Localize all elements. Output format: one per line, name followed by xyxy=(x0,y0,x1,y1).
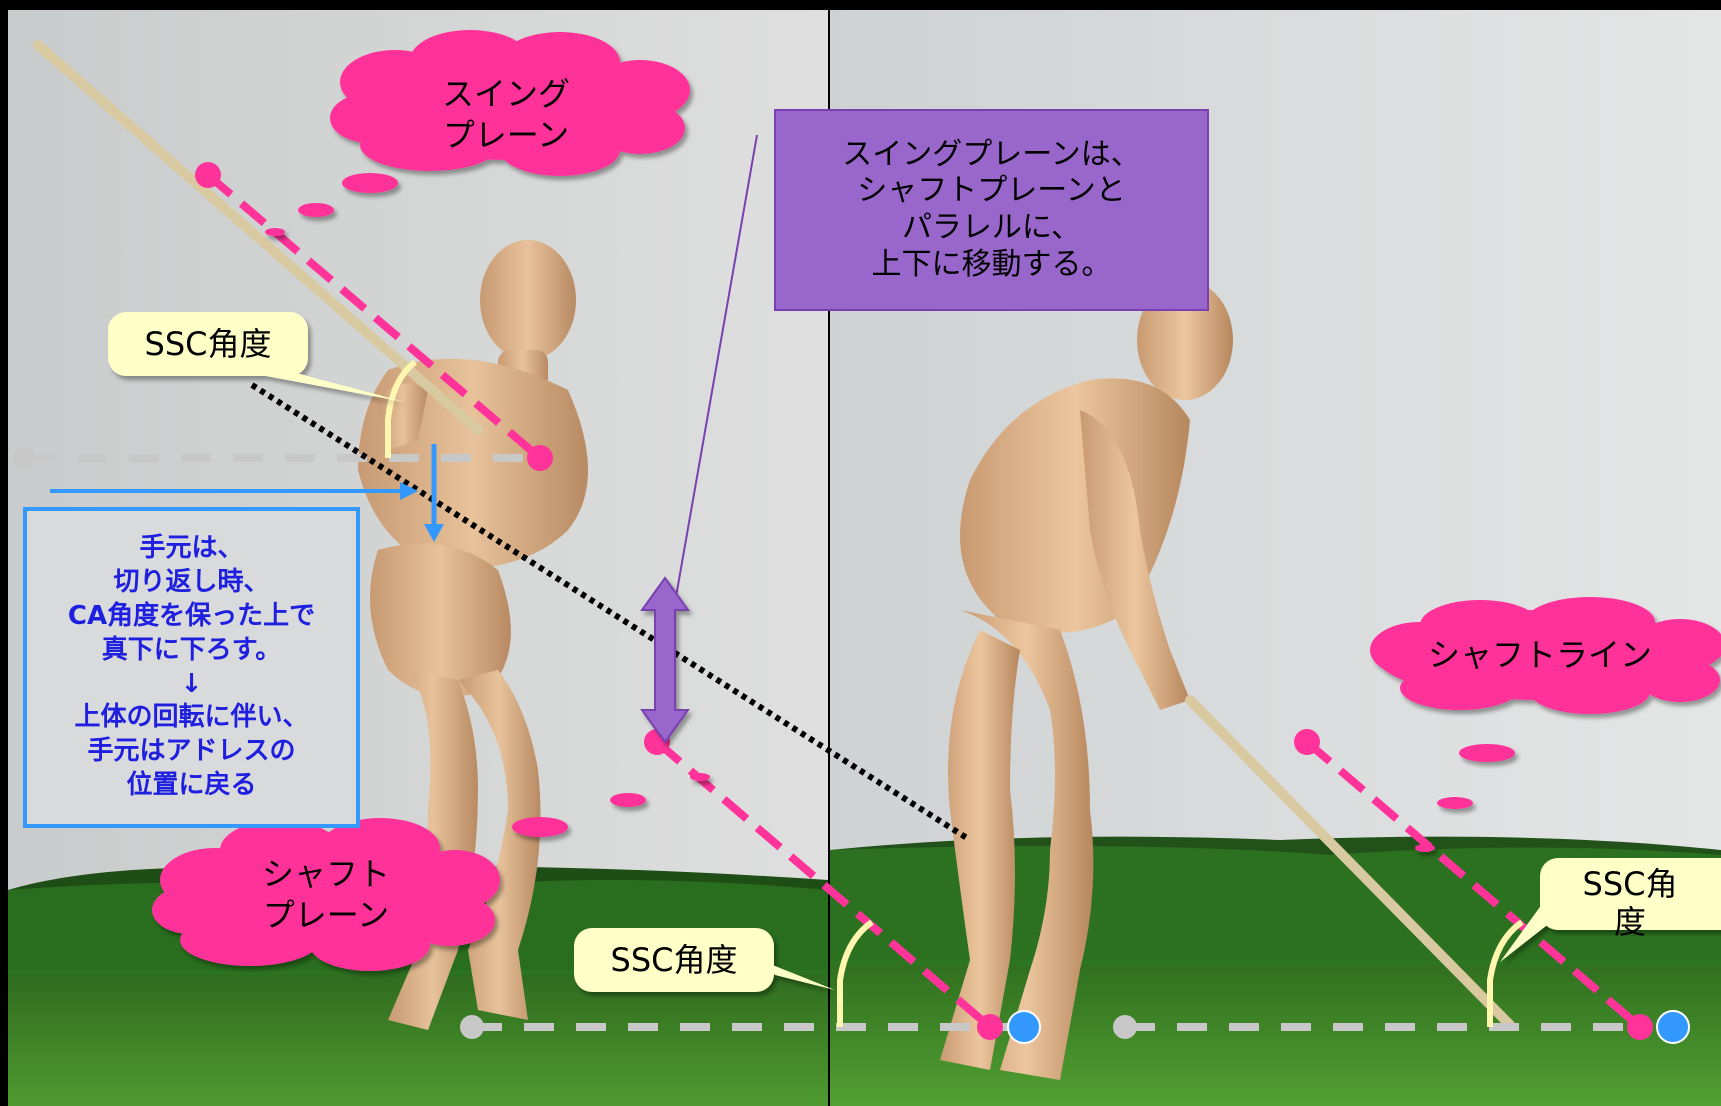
callout-ssc-upper-label: SSC角度 xyxy=(108,312,308,376)
ball-marker-left xyxy=(1008,1011,1040,1043)
ssc-angle-arc-right xyxy=(1490,922,1522,1027)
ball-marker-right xyxy=(1657,1011,1689,1043)
info-box-text: スイングプレーンは、 シャフトプレーンと パラレルに、 上下に移動する。 xyxy=(780,115,1203,305)
swing-plane-dot-top xyxy=(195,162,221,188)
shaft-line-dot-ball xyxy=(1627,1014,1653,1040)
shaft-plane-dot-ball xyxy=(977,1014,1003,1040)
callout-ssc-right-label: SSC角 度 xyxy=(1540,858,1720,948)
callout-ssc-lower-label: SSC角度 xyxy=(574,928,774,992)
purple-double-arrow-icon xyxy=(642,578,688,742)
bubble-shaft-plane-label: シャフト プレーン xyxy=(220,850,432,940)
ssc-angle-arc-upper xyxy=(388,362,415,458)
bubble-swing-plane-label: スイング プレーン xyxy=(400,70,612,160)
blue-right-arrow-icon xyxy=(50,482,418,500)
shaft-line-dot-top xyxy=(1294,729,1320,755)
upper-ground-start-dot xyxy=(13,446,37,470)
hand-note-text: 手元は、 切り返し時、 CA角度を保った上で 真下に下ろす。 ↓ 上体の回転に伴… xyxy=(30,515,353,820)
ground-start-dot-left xyxy=(460,1015,484,1039)
bubble-shaft-line-label: シャフトライン xyxy=(1400,630,1680,680)
ssc-angle-arc-lower xyxy=(840,922,872,1027)
info-pointer-line xyxy=(667,135,757,648)
ground-start-dot-right xyxy=(1113,1015,1137,1039)
swing-plane-dot-hands xyxy=(527,445,553,471)
